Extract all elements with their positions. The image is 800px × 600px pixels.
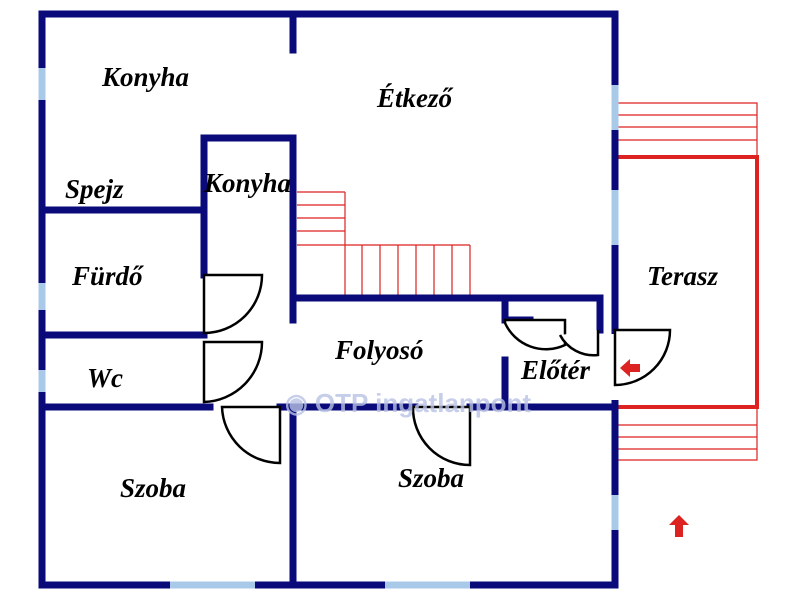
room-entrance: Előtér (520, 355, 590, 385)
door-entrance (613, 328, 672, 387)
door-storage (503, 318, 567, 351)
room-wc: Wc (87, 363, 123, 393)
door-bedroom-right (411, 405, 472, 467)
doors[interactable] (202, 273, 672, 467)
room-kitchen: Konyha (101, 62, 189, 92)
room-terrace: Terasz (647, 261, 719, 291)
room-dining: Étkező (376, 83, 454, 113)
room-hallway: Folyosó (334, 335, 424, 365)
room-bedroom-right: Szoba (398, 463, 464, 493)
watermark-logo: ◉ OTP ingatlanpont (285, 388, 531, 418)
stairs-interior (297, 191, 471, 298)
room-pantry: Spejz (65, 174, 124, 204)
stairs-terrace-bottom (615, 407, 758, 461)
door-wc (202, 340, 264, 404)
room-kitchen-inner: Konyha (203, 168, 291, 198)
arrow-left-icon (620, 359, 640, 377)
walls (38, 10, 619, 589)
stairs-terrace-top (615, 102, 758, 157)
room-bathroom: Fürdő (71, 261, 144, 291)
door-hall (558, 330, 600, 357)
room-bedroom-left: Szoba (120, 473, 186, 503)
door-kitchen (202, 273, 264, 335)
arrow-up-icon (669, 515, 689, 537)
terrace-outline (615, 155, 759, 409)
door-bedroom-left (220, 405, 282, 465)
windows (38, 68, 619, 589)
